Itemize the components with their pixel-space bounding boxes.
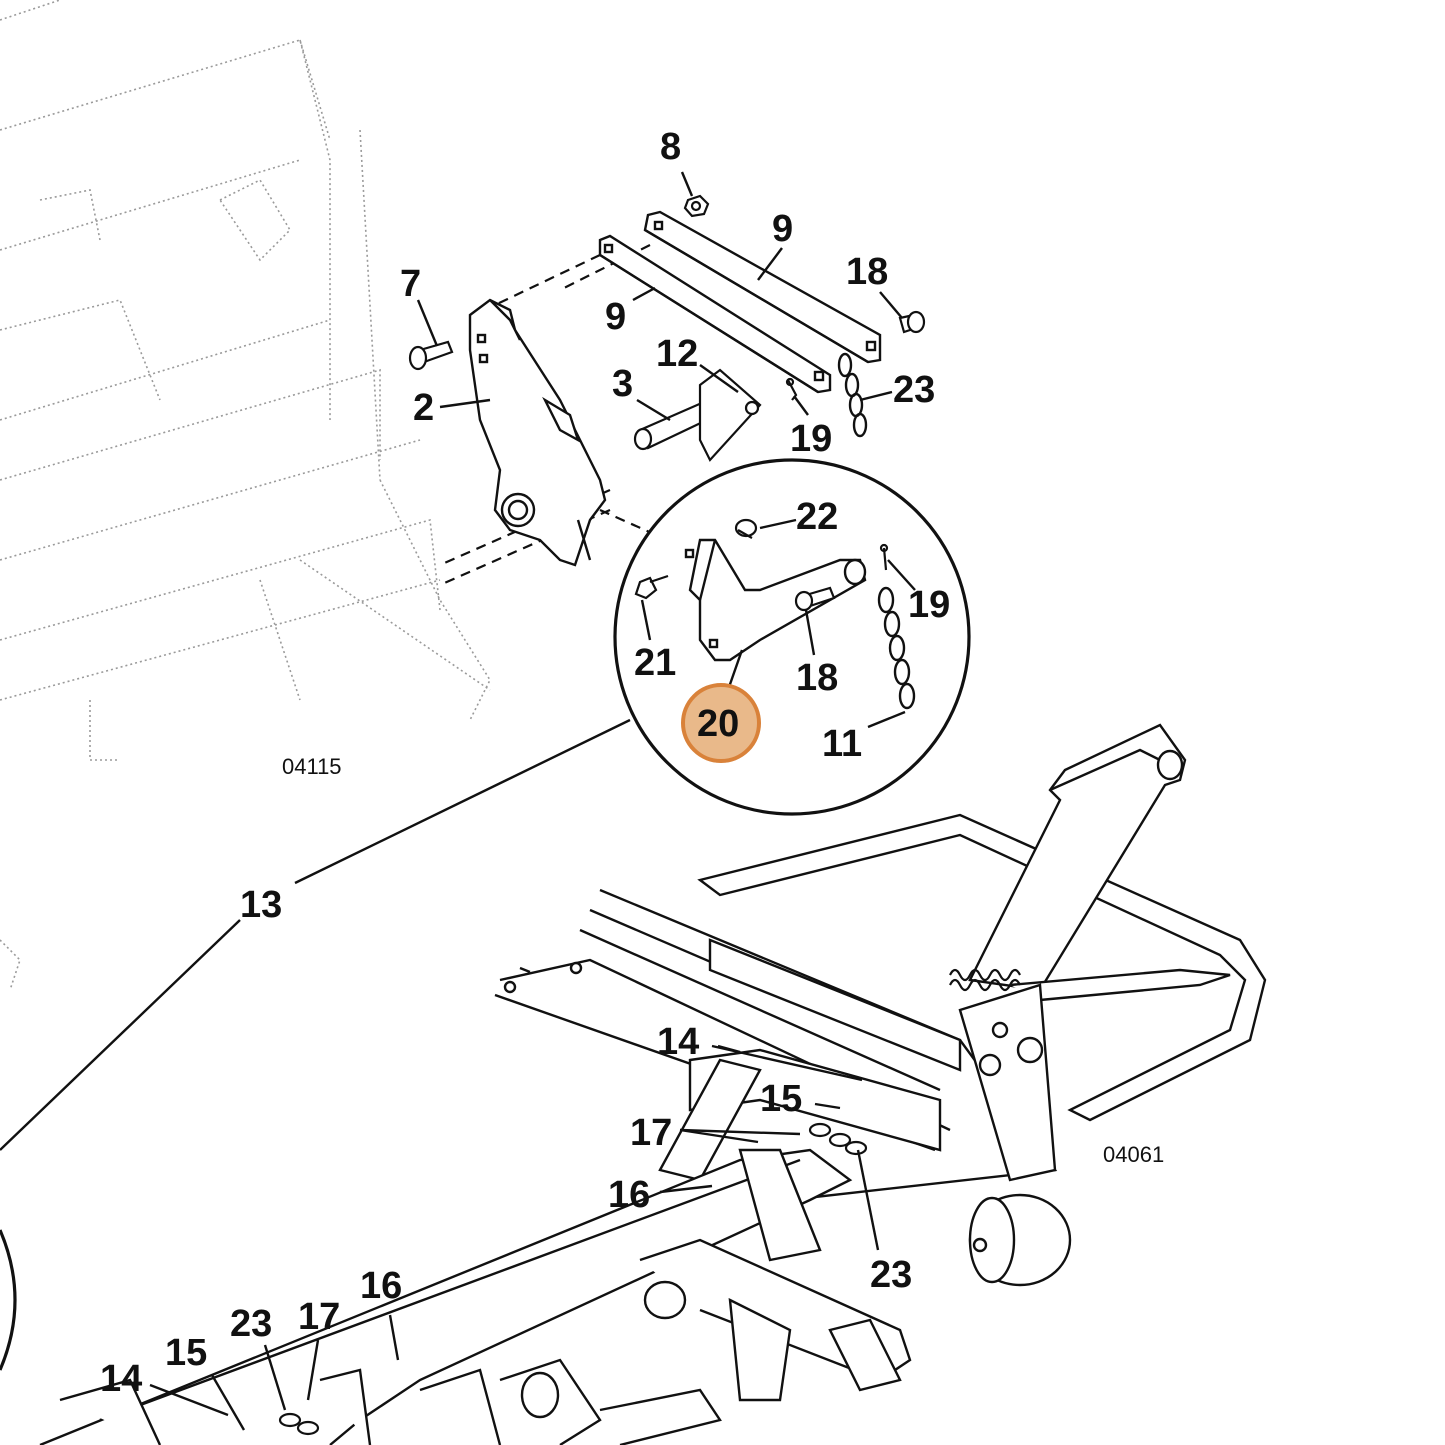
pin-part-3 (633, 368, 762, 462)
bars-part-9 (598, 210, 882, 394)
bolt-part-18-top (898, 310, 926, 334)
background-frame (0, 0, 491, 991)
callout-17-mid: 17 (630, 1112, 673, 1154)
callout-15-mid: 15 (760, 1078, 803, 1120)
callout-7: 7 (400, 263, 422, 305)
callout-9-lower: 9 (605, 296, 627, 338)
detail-circle (613, 458, 971, 816)
chain-part-23-top (837, 352, 868, 438)
callout-19-top: 19 (790, 418, 833, 460)
bolt-part-22 (734, 518, 758, 539)
cotter-part-19-detail (879, 543, 889, 571)
bracket-part-2 (468, 298, 607, 567)
callout-16-mid: 16 (608, 1174, 651, 1216)
cotter-part-19-top (785, 377, 798, 401)
callout-15-low: 15 (165, 1332, 208, 1374)
chain-part-11 (877, 586, 916, 710)
pin-part-7 (408, 340, 454, 371)
figure-ref-top: 04115 (282, 754, 342, 779)
nut-part-8 (683, 194, 710, 218)
callout-23-mid: 23 (870, 1254, 913, 1296)
leader-lines-lower (149, 1044, 880, 1431)
callout-22: 22 (796, 496, 839, 538)
spring (949, 968, 1021, 992)
callout-3: 3 (612, 363, 634, 405)
callout-17-low: 17 (298, 1296, 341, 1338)
callout-19-detail: 19 (908, 584, 951, 626)
chain-part-23-lower (278, 1122, 868, 1436)
pin-part-18-detail (794, 586, 836, 612)
callout-14-low: 14 (100, 1358, 143, 1400)
plate-part-20 (684, 538, 867, 662)
callout-23-top: 23 (893, 369, 936, 411)
bolt-part-21 (634, 574, 669, 600)
callout-2: 2 (413, 387, 435, 429)
callout-11: 11 (822, 723, 863, 765)
callout-21: 21 (634, 642, 677, 684)
callout-9-upper: 9 (772, 208, 794, 250)
figure-ref-bottom: 04061 (1103, 1142, 1165, 1167)
wheel (958, 983, 1072, 1287)
callout-18-detail: 18 (796, 657, 839, 699)
callout-8: 8 (660, 126, 682, 168)
highlight-circle (681, 683, 761, 763)
callout-14-mid: 14 (657, 1021, 700, 1063)
callout-18-top: 18 (846, 251, 889, 293)
callout-20: 20 (697, 703, 740, 745)
lower-beam (39, 1148, 912, 1445)
callout-12: 12 (656, 333, 699, 375)
callout-16-low: 16 (360, 1265, 403, 1307)
handle (968, 723, 1231, 1002)
partial-circle (0, 1229, 17, 1371)
callout-23-low: 23 (230, 1303, 273, 1345)
callout-13: 13 (240, 884, 283, 926)
